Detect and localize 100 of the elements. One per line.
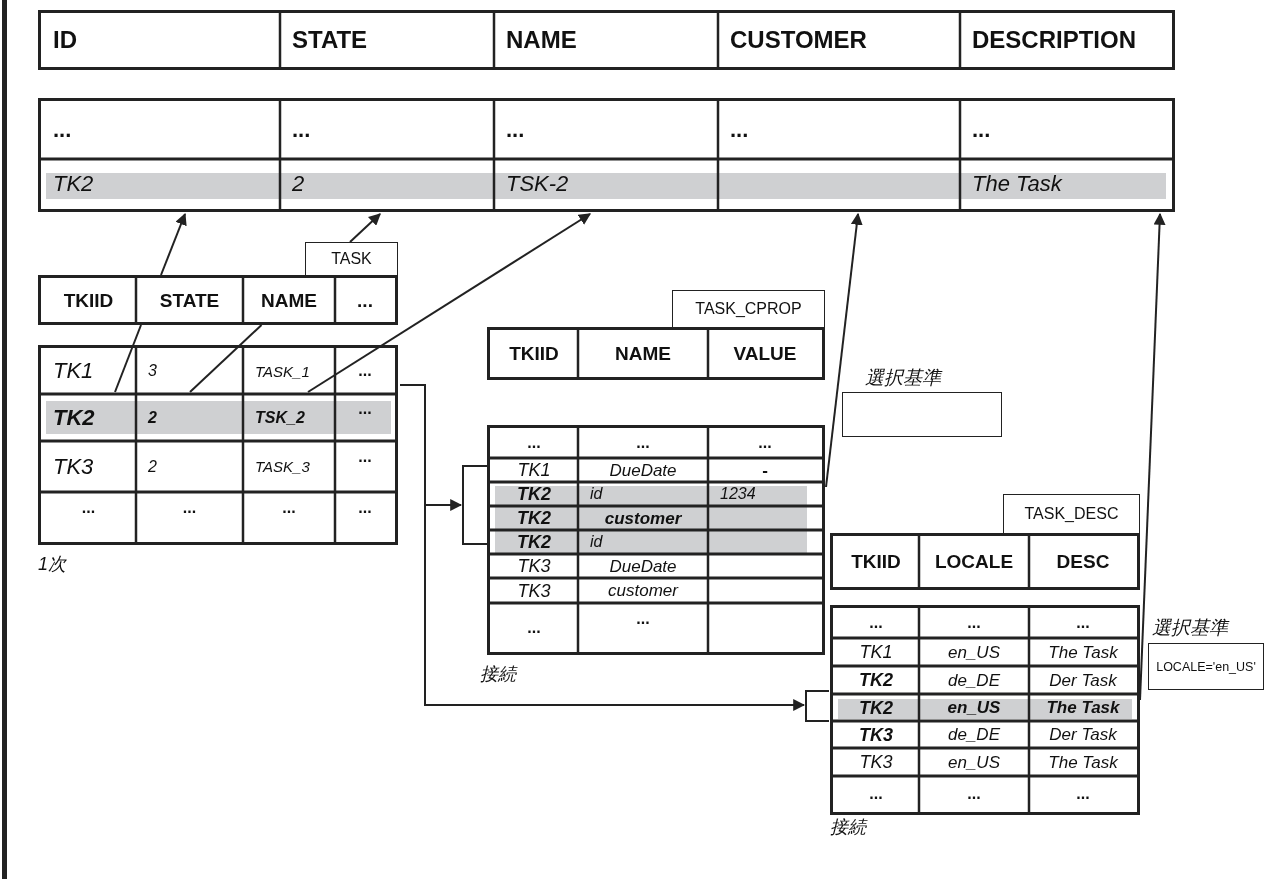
criteria-box: LOCALE='en_US': [1148, 643, 1264, 690]
table: [38, 345, 398, 545]
cell-text: en_US: [947, 699, 1001, 716]
cell-text: ...: [967, 615, 981, 631]
cell-text: 3: [148, 363, 157, 379]
cell-text: TKIID: [63, 290, 114, 310]
cell-text: ...: [1076, 615, 1090, 631]
cell-text: NAME: [261, 290, 317, 310]
cell-text: The Task: [972, 173, 1062, 195]
criteria-heading: 選択基準: [865, 368, 941, 387]
cell-text: id: [590, 534, 603, 550]
cell-text: ...: [758, 435, 772, 451]
cell-text: en_US: [948, 643, 1000, 661]
cell-text: ...: [636, 435, 650, 451]
cell-text: de_DE: [948, 726, 1000, 743]
cell-text: TK3: [517, 557, 551, 575]
cell-text: en_US: [948, 753, 1000, 771]
cell-text: ...: [53, 119, 72, 141]
cell-text: LOCALE: [934, 552, 1014, 571]
cell-text: ...: [357, 290, 373, 310]
cell-text: ...: [730, 119, 749, 141]
cell-text: 2: [148, 458, 157, 475]
cell-text: STATE: [159, 290, 220, 310]
cell-text: ...: [527, 619, 541, 636]
cell-text: ...: [527, 435, 541, 451]
cell-text: ...: [506, 119, 525, 141]
cell-text: NAME: [615, 344, 671, 363]
cell-text: TK2: [517, 533, 551, 551]
arrow: [160, 212, 187, 276]
cell-text: NAME: [506, 28, 577, 52]
cell-text: VALUE: [733, 344, 797, 363]
cell-text: TK1: [53, 360, 94, 382]
cell-text: ...: [282, 500, 296, 516]
cell-text: 2: [292, 173, 305, 195]
cell-text: ...: [972, 119, 991, 141]
cell-text: ...: [358, 363, 372, 379]
cell-text: STATE: [292, 28, 368, 52]
cell-text: TK2: [53, 173, 94, 195]
cell-text: ...: [292, 119, 311, 141]
cell-text: ...: [636, 610, 650, 627]
cell-text: TK2: [517, 485, 551, 503]
cell-text: TKIID: [851, 552, 901, 571]
cell-text: CUSTOMER: [730, 28, 867, 52]
cell-text: TK2: [859, 671, 893, 689]
cell-text: ...: [869, 615, 883, 631]
arrow: [825, 212, 863, 488]
arrow: [399, 384, 806, 711]
cell-text: TSK_2: [255, 409, 305, 426]
cell-text: 2: [148, 409, 157, 426]
table-note: 1次: [38, 555, 66, 573]
cell-text: DueDate: [609, 557, 677, 575]
arrow: [307, 213, 591, 393]
cell-text: TK3: [859, 753, 893, 771]
cell-text: customer: [608, 582, 678, 599]
cell-text: TK1: [859, 643, 893, 661]
table-name-tab: TASK_DESC: [1003, 494, 1140, 534]
table-note: 接続: [480, 665, 516, 683]
cell-text: TASK_3: [255, 459, 310, 474]
cell-text: ...: [1076, 786, 1090, 802]
cell-text: TK2: [517, 509, 551, 527]
cell-text: TASK_1: [255, 363, 310, 379]
cell-text: TSK-2: [506, 173, 569, 195]
table-name-tab: TASK_CPROP: [672, 290, 825, 328]
cell-text: The Task: [1048, 753, 1118, 771]
cell-text: TKIID: [509, 344, 559, 363]
table-name-tab: TASK: [305, 242, 398, 276]
table: [38, 98, 1175, 212]
table: [830, 605, 1140, 815]
cell-text: de_DE: [948, 671, 1000, 689]
cell-text: ...: [358, 449, 372, 466]
cell-text: id: [590, 486, 603, 502]
table: [487, 327, 825, 380]
cell-text: Der Task: [1049, 671, 1117, 689]
cell-text: DESC: [1056, 552, 1110, 571]
cell-text: ID: [53, 28, 77, 52]
cell-text: Der Task: [1049, 726, 1117, 743]
cell-text: TK3: [517, 581, 551, 600]
cell-text: DESCRIPTION: [972, 28, 1136, 52]
cell-text: 1234: [720, 486, 756, 502]
cell-text: TK2: [859, 698, 893, 717]
cell-text: The Task: [1046, 699, 1120, 716]
table: [38, 10, 1175, 70]
cell-text: ...: [182, 500, 197, 516]
cell-text: ...: [358, 401, 372, 418]
arrow: [349, 213, 381, 243]
table: [487, 425, 825, 655]
cell-text: customer: [604, 509, 682, 527]
cell-text: ...: [869, 786, 883, 802]
cell-text: ...: [358, 500, 372, 516]
cell-text: TK1: [517, 461, 551, 479]
table-note: 接続: [830, 818, 866, 836]
table: [830, 533, 1140, 590]
cell-text: -: [762, 461, 768, 479]
table: [38, 275, 398, 325]
cell-text: TK2: [53, 406, 95, 429]
cell-text: TK3: [53, 455, 94, 478]
cell-text: DueDate: [609, 461, 677, 479]
criteria-heading: 選択基準: [1152, 618, 1228, 637]
cell-text: The Task: [1048, 643, 1118, 661]
arrow: [1139, 212, 1166, 701]
